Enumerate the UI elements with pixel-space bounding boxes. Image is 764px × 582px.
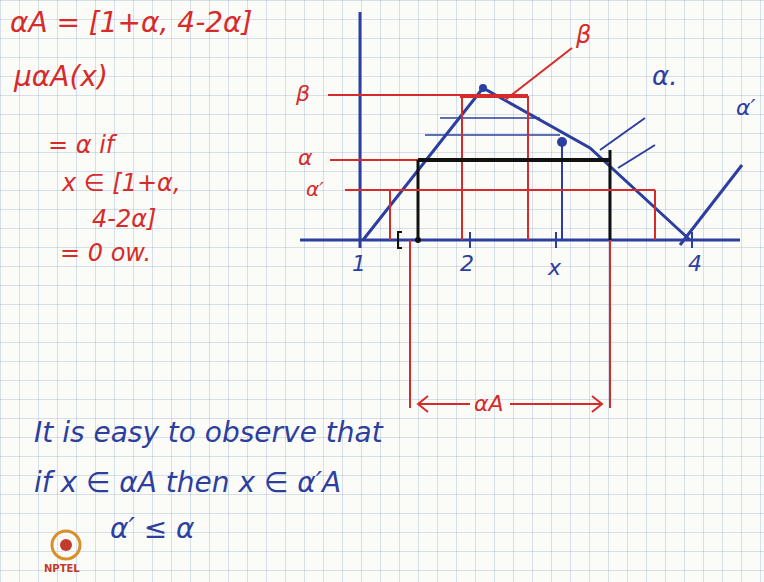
axis-level: β: [296, 82, 310, 106]
case-value: = 0 ow.: [60, 240, 151, 266]
axis-tick: 4: [688, 252, 702, 276]
axis-tick: x: [548, 256, 561, 280]
case-condition: x ∈ [1+α,: [62, 170, 181, 196]
case-condition: 4-2α]: [92, 206, 156, 232]
case-value: = α if: [48, 132, 114, 158]
interval-label: αA: [474, 392, 504, 416]
logo-text: NPTEL: [44, 563, 80, 574]
axis-tick: 1: [352, 252, 366, 276]
note-text: It is easy to observe that: [34, 418, 383, 449]
note-text: if x ∈ αA then x ∈ α′A: [34, 468, 341, 499]
callout-level: α.: [652, 62, 677, 91]
callout-level: β: [576, 22, 591, 48]
axis-tick: 2: [460, 252, 474, 276]
axis-level: α′: [306, 178, 324, 200]
callout-level: α′: [736, 96, 756, 120]
set-definition: αA = [1+α, 4-2α]: [10, 8, 252, 39]
membership-label: μαA(x): [14, 62, 108, 93]
axis-level: α: [298, 146, 313, 170]
note-text: α′ ≤ α: [110, 514, 195, 545]
